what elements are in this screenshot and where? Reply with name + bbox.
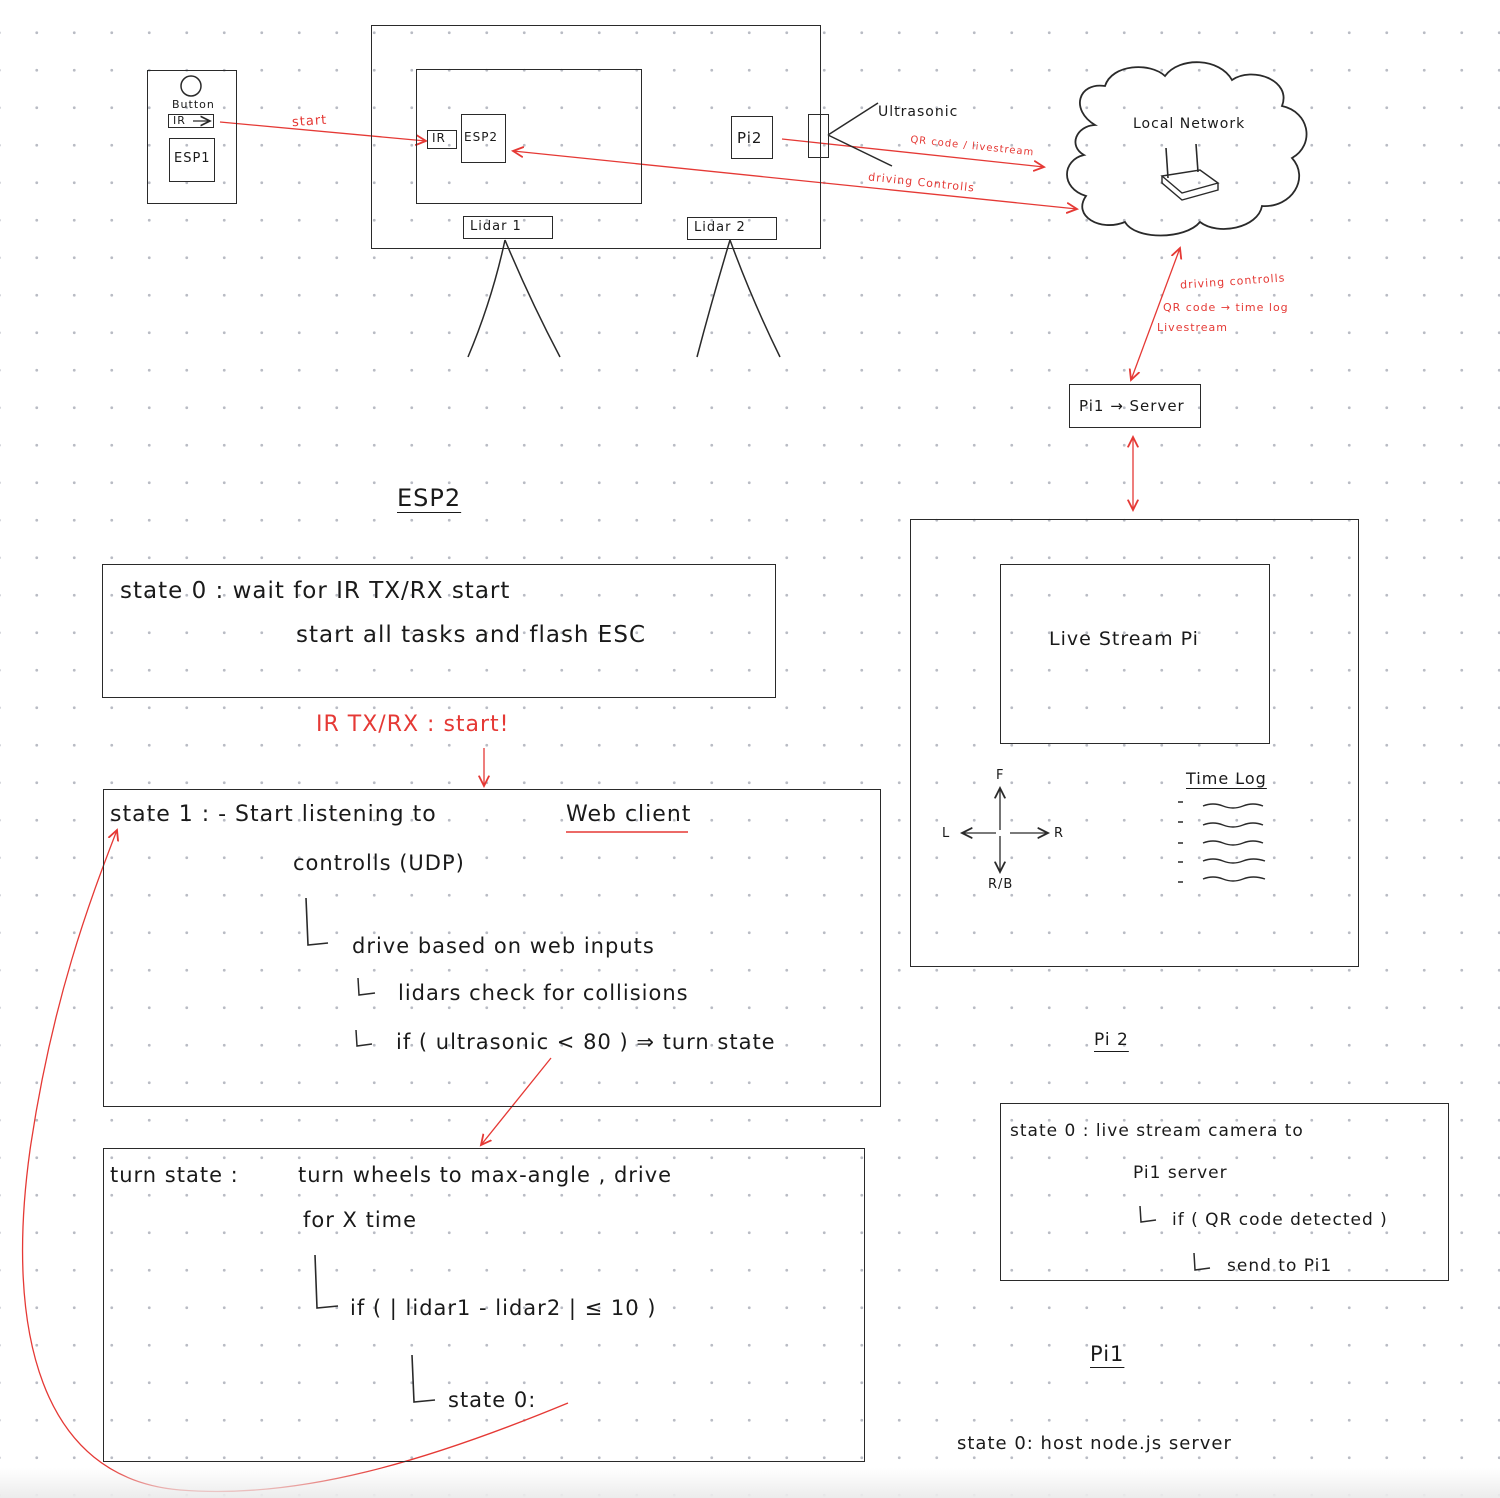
pi2-line2: Pi1 server bbox=[1133, 1163, 1228, 1183]
turn-state-line4: state 0: bbox=[448, 1388, 537, 1412]
bottom-edge-shadow bbox=[0, 1468, 1500, 1498]
pi2-state0-box bbox=[1000, 1103, 1449, 1281]
esp2-state1-line4: lidars check for collisions bbox=[398, 981, 689, 1005]
live-stream-label: Live Stream Pi bbox=[1049, 628, 1199, 650]
dir-l-label: L bbox=[942, 826, 951, 841]
turn-state-line2: for X time bbox=[303, 1208, 418, 1232]
turn-state-box bbox=[103, 1148, 865, 1462]
pi2-line1: state 0 : live stream camera to bbox=[1010, 1121, 1304, 1141]
ultrasonic-sensor-box bbox=[808, 114, 829, 158]
ultrasonic-label: Ultrasonic bbox=[878, 104, 959, 120]
esp2-transition-label: IR TX/RX : start! bbox=[316, 712, 510, 737]
pi2-line3: if ( QR code detected ) bbox=[1172, 1210, 1388, 1230]
ir-emitter-label: IR bbox=[173, 114, 186, 127]
ir-emitter-box bbox=[168, 114, 214, 128]
turn-state-line3: if ( | lidar1 - lidar2 | ≤ 10 ) bbox=[350, 1296, 657, 1320]
network-cloud bbox=[1066, 61, 1308, 237]
web-ui-box bbox=[910, 519, 1359, 967]
esp2-state1-webclient: Web client bbox=[566, 802, 692, 827]
esp2-state1-line1: state 1 : - Start listening to bbox=[110, 802, 437, 827]
ir-receiver-box bbox=[427, 130, 457, 149]
esp2-state1-line2: controlls (UDP) bbox=[293, 851, 465, 875]
driving-controlls-label: driving Controlls bbox=[867, 170, 976, 195]
router-icon bbox=[1160, 143, 1220, 201]
pi2-label: Pi2 bbox=[737, 129, 763, 147]
server-note-1: driving controlls bbox=[1179, 271, 1286, 292]
lidar1-box bbox=[463, 216, 553, 239]
esp2-state0-line2: start all tasks and flash ESC bbox=[296, 622, 647, 648]
dir-rb-label: R/B bbox=[988, 877, 1014, 892]
pi1-server-box bbox=[1069, 384, 1201, 428]
qr-livestream-label: QR code / livestream bbox=[909, 134, 1035, 159]
esp2-state1-line3: drive based on web inputs bbox=[352, 934, 655, 958]
pi1-title: Pi1 bbox=[1090, 1342, 1125, 1366]
esp2-label: ESP2 bbox=[464, 130, 499, 144]
network-server-arrow bbox=[1131, 248, 1180, 380]
lidar2-box bbox=[687, 217, 777, 240]
time-log-label: Time Log bbox=[1186, 769, 1267, 788]
turn-state-line1: turn wheels to max-angle , drive bbox=[298, 1163, 673, 1187]
button-unit-box bbox=[147, 70, 237, 204]
start-label: start bbox=[291, 112, 328, 131]
esp1-box bbox=[169, 138, 215, 182]
pi2-line4: send to Pi1 bbox=[1227, 1256, 1333, 1276]
ir-receiver-label: IR bbox=[432, 131, 446, 145]
server-note-2: QR code → time log bbox=[1163, 301, 1289, 314]
lidar2-beam bbox=[696, 239, 781, 358]
network-label: Local Network bbox=[1133, 116, 1246, 132]
lidar1-label: Lidar 1 bbox=[470, 219, 522, 234]
turn-state-heading: turn state : bbox=[110, 1163, 239, 1187]
dir-r-label: R bbox=[1054, 826, 1065, 841]
dir-f-label: F bbox=[996, 768, 1005, 783]
esp2-title: ESP2 bbox=[397, 484, 462, 512]
esp2-state0-box bbox=[102, 564, 776, 698]
lidar1-beam bbox=[467, 239, 561, 358]
server-note-3: Livestream bbox=[1157, 321, 1229, 334]
esp2-state0-line1: state 0 : wait for IR TX/RX start bbox=[120, 578, 511, 604]
pi2-box bbox=[731, 116, 773, 159]
pi1-state0: state 0: host node.js server bbox=[957, 1433, 1232, 1454]
esp2-box bbox=[461, 114, 506, 163]
car-chassis-box bbox=[371, 25, 821, 249]
esp2-state1-box bbox=[103, 789, 881, 1107]
lidar2-label: Lidar 2 bbox=[694, 220, 746, 235]
esp1-label: ESP1 bbox=[174, 151, 211, 166]
car-board-box bbox=[416, 69, 642, 204]
esp2-state1-line5: if ( ultrasonic < 80 ) ⇒ turn state bbox=[396, 1030, 776, 1054]
live-stream-box bbox=[1000, 564, 1270, 744]
button-label: Button bbox=[172, 98, 215, 111]
pi1-server-label: Pi1 → Server bbox=[1079, 397, 1185, 415]
pi2-title: Pi 2 bbox=[1094, 1030, 1129, 1050]
